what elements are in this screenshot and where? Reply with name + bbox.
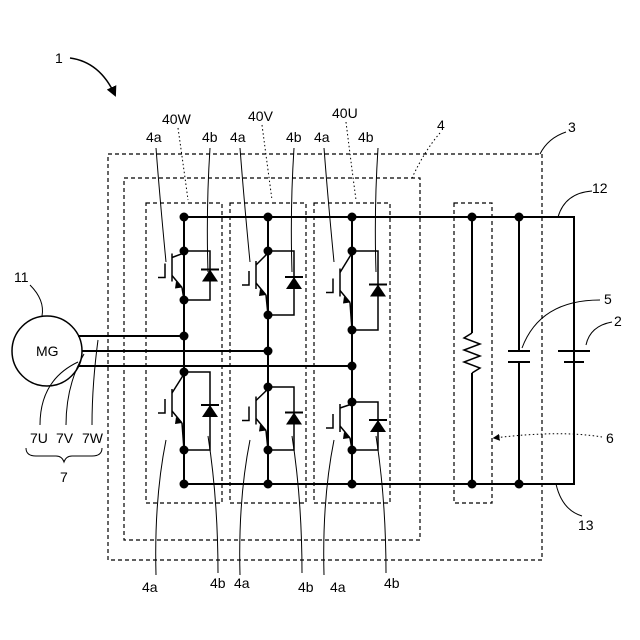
label-capacitor: 5: [604, 291, 612, 307]
label-leg-u: 40U: [332, 105, 358, 121]
leg-v-upper-diode-icon: [286, 277, 302, 289]
lead-bottom-diode-w: [208, 436, 218, 573]
device-arrow: [70, 58, 115, 95]
lead-7u: [40, 362, 78, 425]
lead-5: [522, 300, 600, 348]
leg-w-lower-igbt-gate: [158, 399, 165, 413]
lead-top-switch-w: [156, 148, 166, 262]
lead-bottom-diode-u: [376, 436, 386, 573]
lead-2: [586, 322, 612, 345]
resistor-icon: [464, 333, 480, 373]
resistor-node-top: [468, 213, 477, 222]
label-resistor: 6: [606, 430, 614, 446]
leg-w-upper-igbt-gate: [158, 264, 165, 278]
lead-leg-u: [346, 122, 356, 200]
leg-w-upper-diode-icon: [202, 270, 218, 282]
label-battery: 2: [614, 313, 622, 329]
leg-v-lower-igbt-gate: [242, 407, 249, 421]
leg-v-upper-igbt-gate: [242, 271, 249, 285]
label-switch-top-w: 4a: [146, 129, 162, 145]
leg-u-upper-igbt-collector: [340, 253, 352, 273]
leg-w-upper-igbt-collector: [172, 253, 184, 258]
label-dc-neg: 13: [578, 517, 594, 533]
leg-v-lower-igbt-collector: [256, 389, 268, 401]
brace-7: [26, 448, 102, 462]
lead-12: [558, 191, 592, 217]
lead-top-switch-u: [324, 148, 334, 262]
leg-u-lower-diode-icon: [370, 420, 386, 432]
lead-6: [494, 434, 602, 438]
label-device: 1: [55, 50, 63, 66]
label-motor-ref: 11: [14, 269, 29, 285]
label-switch-bottom-w: 4a: [142, 579, 158, 595]
leg-u-upper-diode-icon: [370, 285, 386, 297]
label-phase-7v: 7V: [56, 430, 74, 446]
lead-7w: [92, 340, 98, 425]
label-phase-7u: 7U: [30, 430, 48, 446]
lead-7v: [66, 354, 84, 425]
label-switch-top-v: 4a: [230, 129, 246, 145]
label-switch-bottom-u: 4a: [330, 579, 346, 595]
leg-w-lower-igbt-collector: [172, 374, 184, 393]
label-diode-bottom-u: 4b: [384, 575, 400, 591]
label-cable-group: 7: [60, 469, 68, 485]
leg-w-lower-diode-icon: [202, 405, 218, 417]
label-diode-top-u: 4b: [358, 129, 374, 145]
label-phase-7w: 7W: [82, 430, 104, 446]
capacitor-node-top: [515, 213, 524, 222]
dc-pos-bus: [184, 217, 574, 436]
lead-top-switch-v: [240, 148, 250, 262]
lead-bottom-diode-v: [292, 436, 302, 573]
lead-bottom-switch-u: [324, 440, 334, 575]
label-leg-w: 40W: [162, 111, 192, 127]
lead-bottom-switch-w: [156, 440, 166, 575]
label-switch-bottom-v: 4a: [234, 575, 250, 591]
leg-u-upper-igbt-gate: [326, 279, 333, 293]
lead-11: [30, 285, 43, 316]
motor-label: MG: [36, 343, 59, 359]
label-diode-top-v: 4b: [286, 129, 302, 145]
lead-leg-w: [178, 128, 188, 200]
label-dc-pos: 12: [592, 180, 608, 196]
label-diode-bottom-v: 4b: [298, 579, 314, 595]
label-inverter: 4: [437, 117, 445, 133]
label-diode-bottom-w: 4b: [210, 575, 226, 591]
lead-leg-v: [262, 125, 272, 200]
resistor-node-bottom: [468, 480, 477, 489]
leg-v-lower-diode-icon: [286, 413, 302, 425]
label-leg-v: 40V: [248, 108, 274, 124]
lead-bottom-switch-v: [240, 440, 250, 575]
lead-3: [540, 132, 566, 154]
label-case: 3: [568, 119, 576, 135]
leg-v-upper-igbt-collector: [256, 253, 268, 265]
lead-13: [556, 484, 582, 516]
label-diode-top-w: 4b: [202, 129, 218, 145]
label-switch-top-u: 4a: [314, 129, 330, 145]
leg-u-lower-igbt-gate: [326, 414, 333, 428]
lead-4: [412, 133, 440, 178]
capacitor-node-bottom: [515, 480, 524, 489]
